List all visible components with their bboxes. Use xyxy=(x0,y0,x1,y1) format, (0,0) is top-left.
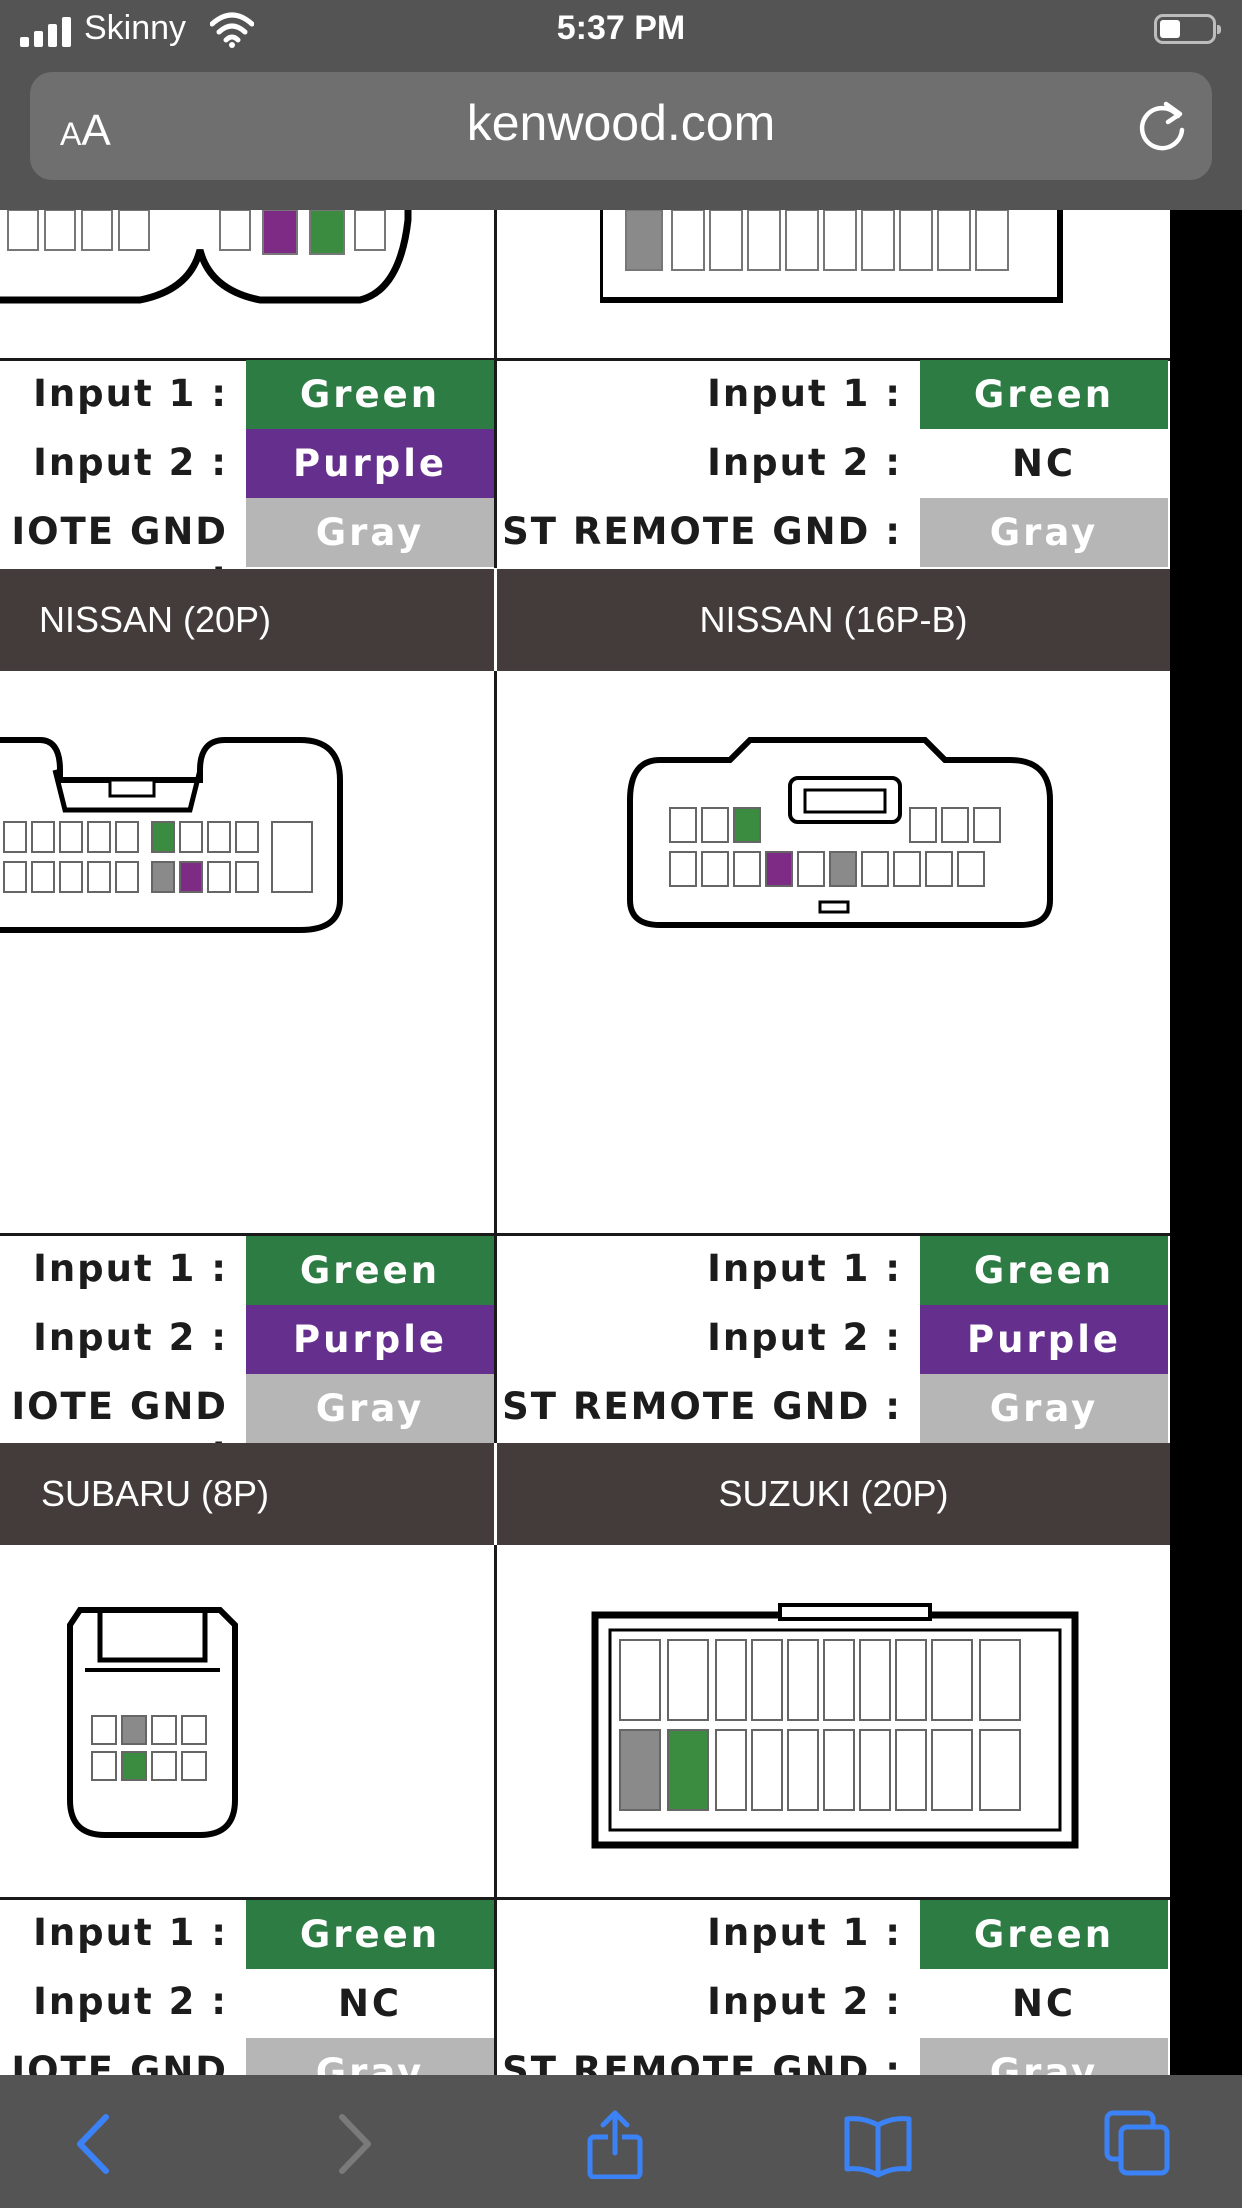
forward-icon[interactable] xyxy=(318,2109,388,2179)
column-divider xyxy=(494,1897,497,2075)
row-divider xyxy=(0,358,1170,361)
bookmarks-icon[interactable] xyxy=(843,2109,913,2179)
browser-toolbar xyxy=(0,2075,1242,2208)
row-label: Input 1 : xyxy=(707,372,902,415)
row-label: Input 2 : xyxy=(33,1980,228,2023)
clock: 5:37 PM xyxy=(556,9,686,47)
row-label: Input 2 : xyxy=(33,441,228,484)
column-divider xyxy=(494,1233,497,1443)
wire-color-value: Green xyxy=(920,360,1168,429)
carrier-name: Skinny xyxy=(84,9,187,47)
wire-color-value: Green xyxy=(920,1236,1168,1305)
section-header: NISSAN (20P) NISSAN (16P-B) xyxy=(0,569,1170,671)
wire-color-value: Gray xyxy=(920,1374,1168,1443)
wiring-chart-page: Input 1 : Green Input 2 : Purple IOTE GN… xyxy=(0,210,1170,2075)
wire-color-value: Gray xyxy=(246,498,494,567)
status-bar: Skinny 5:37 PM xyxy=(0,0,1242,64)
row-label: Input 1 : xyxy=(707,1911,902,1954)
wifi-icon xyxy=(210,12,254,48)
column-divider xyxy=(494,210,497,358)
row-label: Input 2 : xyxy=(707,1316,902,1359)
wire-color-value: Green xyxy=(246,360,494,429)
wire-color-value: Green xyxy=(246,1236,494,1305)
wire-color-value: Gray xyxy=(246,1374,494,1443)
connector-diagram xyxy=(0,210,412,304)
row-label: Input 2 : xyxy=(33,1316,228,1359)
row-label: ST REMOTE GND : xyxy=(502,2049,902,2075)
reload-icon[interactable] xyxy=(1132,96,1192,156)
row-label: Input 1 : xyxy=(33,1247,228,1290)
nissan-20p-connector-diagram xyxy=(0,737,343,933)
wire-color-value: Gray xyxy=(246,2038,494,2075)
row-label: Input 1 : xyxy=(33,372,228,415)
wire-color-value: Purple xyxy=(246,429,494,498)
address-bar[interactable]: AA kenwood.com xyxy=(30,72,1212,180)
connector-diagram xyxy=(600,210,1063,303)
row-label: Input 1 : xyxy=(707,1247,902,1290)
share-icon[interactable] xyxy=(580,2109,650,2179)
connector-title: SUZUKI (20P) xyxy=(718,1473,949,1514)
header-divider xyxy=(494,569,497,671)
column-divider xyxy=(494,671,497,1236)
connector-title: SUBARU (8P) xyxy=(40,1473,270,1514)
browser-top-bar: Skinny 5:37 PM AA kenwood.com xyxy=(0,0,1242,210)
reader-text-size-button[interactable]: AA xyxy=(60,106,111,155)
row-label: Input 2 : xyxy=(707,441,902,484)
url-text[interactable]: kenwood.com xyxy=(466,95,776,151)
cellular-signal-icon xyxy=(20,17,74,47)
row-label: IOTE GND : xyxy=(11,2049,228,2075)
back-icon[interactable] xyxy=(60,2109,130,2179)
wire-color-value: Gray xyxy=(920,2038,1168,2075)
row-label: ST REMOTE GND : xyxy=(502,510,902,553)
row-divider xyxy=(0,1897,1170,1900)
column-divider xyxy=(494,1545,497,2075)
nissan-16p-b-connector-diagram xyxy=(627,737,1053,928)
row-divider xyxy=(0,1233,1170,1236)
row-label: ST REMOTE GND : xyxy=(502,1385,902,1428)
battery-icon xyxy=(1154,14,1221,44)
wire-color-value: Green xyxy=(920,1900,1168,1969)
row-label: Input 2 : xyxy=(707,1980,902,2023)
tabs-icon[interactable] xyxy=(1103,2109,1173,2179)
page-edge xyxy=(1170,210,1242,2075)
wire-color-value: NC xyxy=(920,429,1168,498)
wire-color-value: Purple xyxy=(246,1305,494,1374)
suzuki-20p-connector-diagram xyxy=(591,1603,1079,1849)
wire-color-value: Green xyxy=(246,1900,494,1969)
wire-color-value: Gray xyxy=(920,498,1168,567)
wire-color-value: Purple xyxy=(920,1305,1168,1374)
connector-title: NISSAN (16P-B) xyxy=(699,599,968,640)
column-divider xyxy=(494,358,497,568)
row-label: Input 1 : xyxy=(33,1911,228,1954)
section-header: SUBARU (8P) SUZUKI (20P) xyxy=(0,1443,1170,1545)
header-divider xyxy=(494,1443,497,1545)
wire-color-value: NC xyxy=(920,1969,1168,2038)
subaru-8p-connector-diagram xyxy=(67,1607,238,1838)
connector-title: NISSAN (20P) xyxy=(38,599,272,640)
wire-color-value: NC xyxy=(246,1969,494,2038)
